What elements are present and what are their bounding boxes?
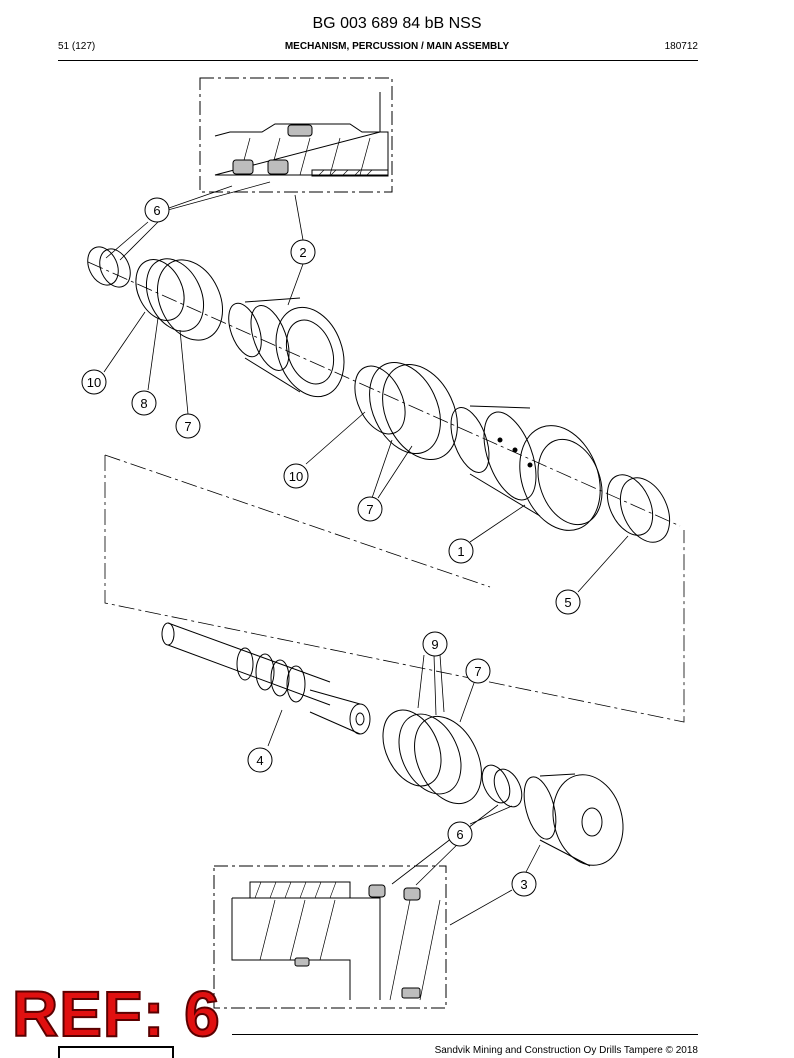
svg-text:2: 2 xyxy=(299,245,306,260)
footer-copyright: Sandvik Mining and Construction Oy Drill… xyxy=(434,1045,698,1056)
callout-10-mid: 10 xyxy=(283,463,309,489)
header-divider xyxy=(58,60,698,61)
callout-10-left: 10 xyxy=(81,369,107,395)
callout-4: 4 xyxy=(247,747,273,773)
svg-text:4: 4 xyxy=(256,753,263,768)
callout-6-bottom: 6 xyxy=(447,821,473,847)
part-3-drawing xyxy=(523,773,624,867)
svg-text:6: 6 xyxy=(153,203,160,218)
document-title: BG 003 689 84 bB NSS xyxy=(312,15,482,32)
svg-text:6: 6 xyxy=(456,827,463,842)
callout-9: 9 xyxy=(422,631,448,657)
date-code: 180712 xyxy=(664,41,698,52)
part-4-drawing xyxy=(161,622,371,735)
page-number: 51 (127) xyxy=(58,41,96,52)
top-detail-section xyxy=(199,77,393,193)
svg-text:7: 7 xyxy=(366,502,373,517)
svg-text:10: 10 xyxy=(87,375,101,390)
callout-6-top: 6 xyxy=(144,197,170,223)
callout-3: 3 xyxy=(511,871,537,897)
ref-stamp: REF: 6 xyxy=(11,978,221,1050)
callout-7-lower: 7 xyxy=(465,658,491,684)
callout-8: 8 xyxy=(131,390,157,416)
callout-2: 2 xyxy=(290,239,316,265)
callout-5: 5 xyxy=(555,589,581,615)
svg-text:5: 5 xyxy=(564,595,571,610)
footer-divider xyxy=(232,1034,698,1035)
bottom-detail-section xyxy=(213,865,447,1009)
callout-bubbles: 6 2 10 8 7 10 7 1 xyxy=(81,197,581,897)
part-2-drawing xyxy=(228,297,345,398)
callout-7-mid: 7 xyxy=(357,496,383,522)
svg-text:3: 3 xyxy=(520,877,527,892)
svg-text:7: 7 xyxy=(474,664,481,679)
svg-text:8: 8 xyxy=(140,396,147,411)
sandvik-logo xyxy=(58,1046,174,1058)
part-1-drawing xyxy=(450,405,603,531)
callout-1: 1 xyxy=(448,538,474,564)
section-title: MECHANISM, PERCUSSION / MAIN ASSEMBLY xyxy=(284,41,510,52)
svg-text:9: 9 xyxy=(431,637,438,652)
svg-text:10: 10 xyxy=(289,469,303,484)
callout-7-left: 7 xyxy=(175,413,201,439)
svg-text:1: 1 xyxy=(457,544,464,559)
svg-text:7: 7 xyxy=(184,419,191,434)
